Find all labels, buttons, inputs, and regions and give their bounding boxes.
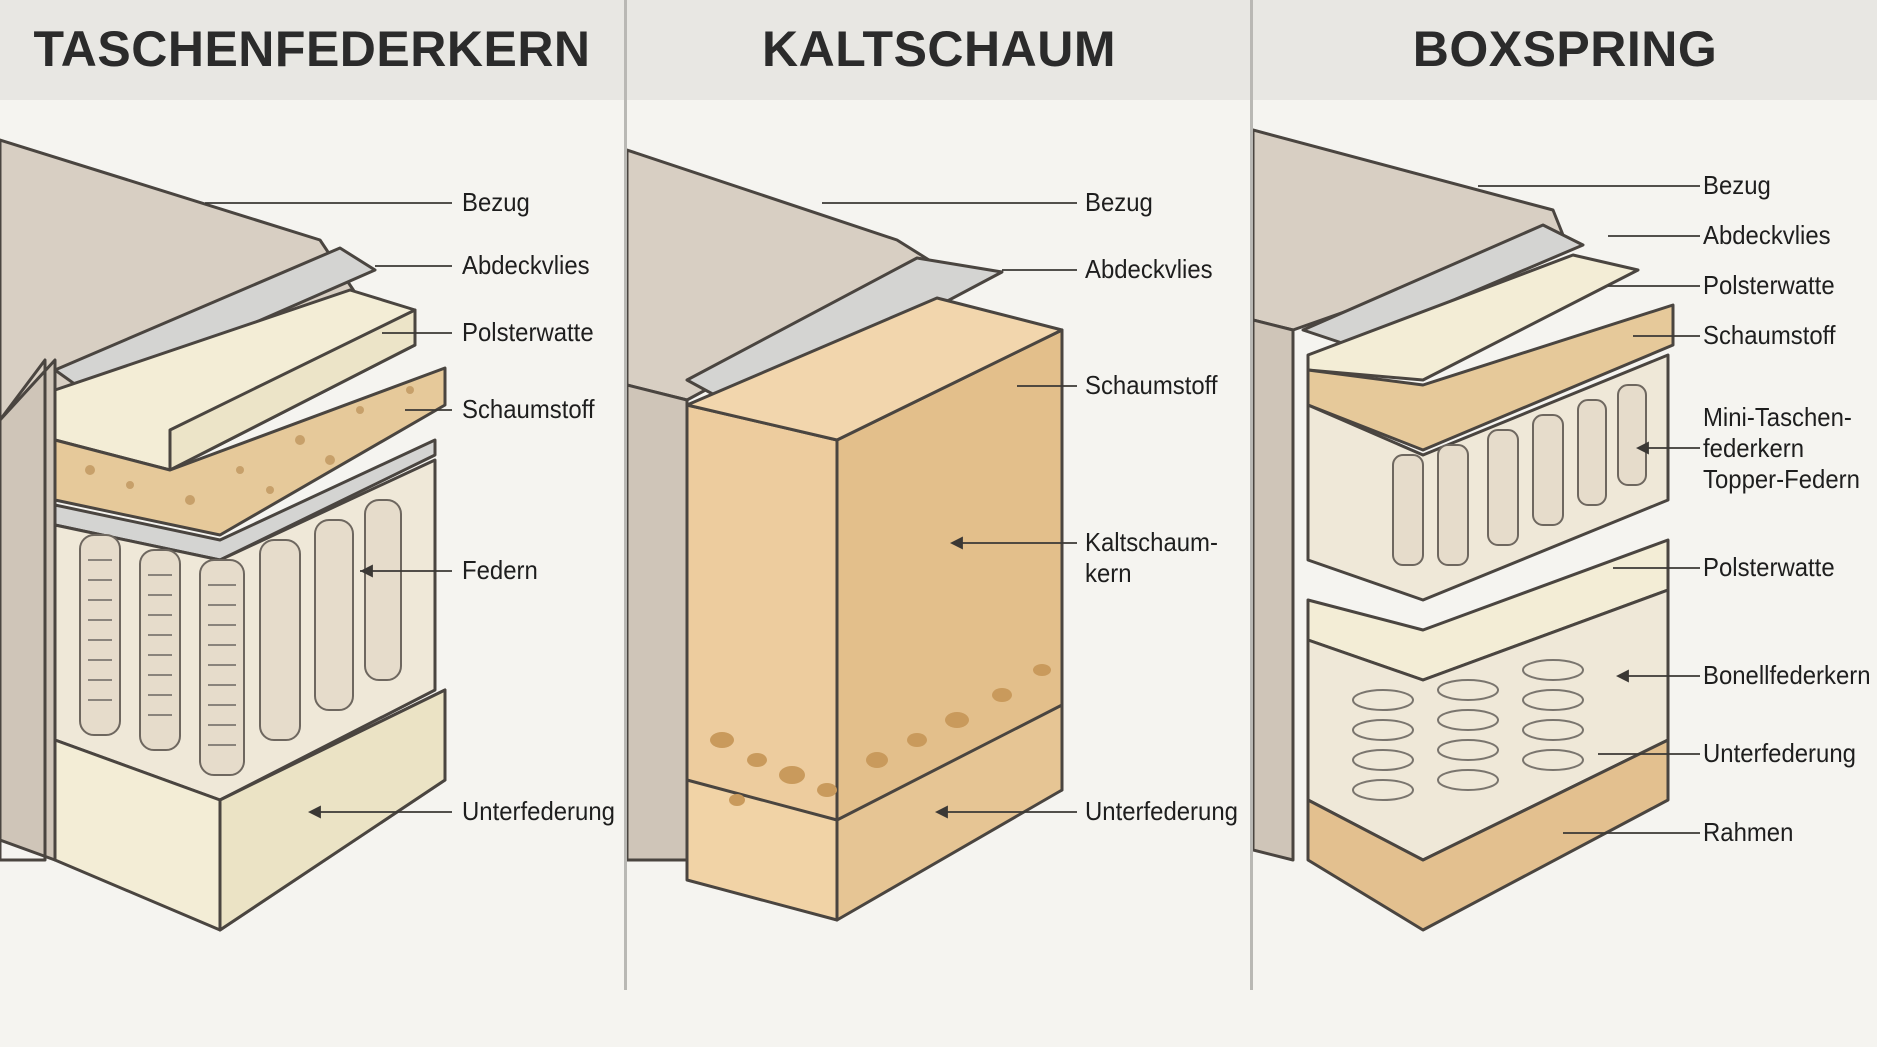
cold-foam-mattress-illustration: [627, 148, 1077, 922]
label-polsterwatte-box: Polsterwatte: [1703, 552, 1835, 582]
cover-side: [1253, 318, 1295, 862]
wadding-layer: [1306, 253, 1640, 382]
pocket-spring-icon: [79, 499, 402, 776]
panel-kaltschaum: KALTSCHAUM: [627, 0, 1251, 1047]
label-unterfederung: Unterfederung: [462, 796, 615, 826]
foam-pores: [85, 386, 414, 505]
panel-taschenfederkern: TASCHENFEDERKERN: [0, 0, 624, 1047]
panel-divider: [1250, 0, 1253, 990]
panel-title: KALTSCHAUM: [761, 21, 1117, 77]
label-bezug: Bezug: [1703, 170, 1771, 200]
label-schaumstoff: Schaumstoff: [462, 394, 595, 424]
title-band: [627, 0, 1251, 100]
fleece-layer: [1301, 223, 1585, 347]
panel-title: TASCHENFEDERKERN: [33, 21, 591, 77]
label-polsterwatte: Polsterwatte: [462, 317, 594, 347]
cover-side: [0, 358, 57, 862]
label-kaltschaumkern: Kaltschaum- kern: [1085, 527, 1218, 588]
pocket-spring-mattress-illustration: [0, 138, 452, 932]
label-mini-taschenfederkern: Mini-Taschen- federkern Topper-Federn: [1703, 402, 1860, 494]
title-band: [0, 0, 624, 100]
label-schaumstoff: Schaumstoff: [1085, 370, 1218, 400]
panel-boxspring: BOXSPRING: [1253, 0, 1877, 1047]
foam-pores: [710, 664, 1051, 806]
label-rahmen: Rahmen: [1703, 817, 1794, 847]
label-abdeckvlies: Abdeckvlies: [1703, 220, 1831, 250]
boxspring-illustration: [1253, 128, 1700, 932]
label-abdeckvlies: Abdeckvlies: [1085, 254, 1213, 284]
label-bezug: Bezug: [462, 187, 530, 217]
title-band: [1253, 0, 1877, 100]
cover-side-outer: [0, 358, 47, 862]
label-unterfederung: Unterfederung: [1085, 796, 1238, 826]
label-polsterwatte: Polsterwatte: [1703, 270, 1835, 300]
cover-side: [627, 383, 689, 862]
pocket-spring-icon: [1392, 384, 1647, 566]
label-federn: Federn: [462, 555, 538, 585]
wooden-frame-icon: [1306, 738, 1670, 932]
label-schaumstoff: Schaumstoff: [1703, 320, 1836, 350]
label-abdeckvlies: Abdeckvlies: [462, 250, 590, 280]
bonnell-spring-icon: [1352, 659, 1584, 801]
label-unterfederung: Unterfederung: [1703, 738, 1856, 768]
label-bezug: Bezug: [1085, 187, 1153, 217]
coldfoam-top: [685, 296, 1064, 442]
label-bonellfederkern: Bonellfederkern: [1703, 660, 1871, 690]
panel-divider: [624, 0, 627, 990]
panel-title: BOXSPRING: [1412, 21, 1718, 77]
foam-layer: [53, 366, 447, 537]
